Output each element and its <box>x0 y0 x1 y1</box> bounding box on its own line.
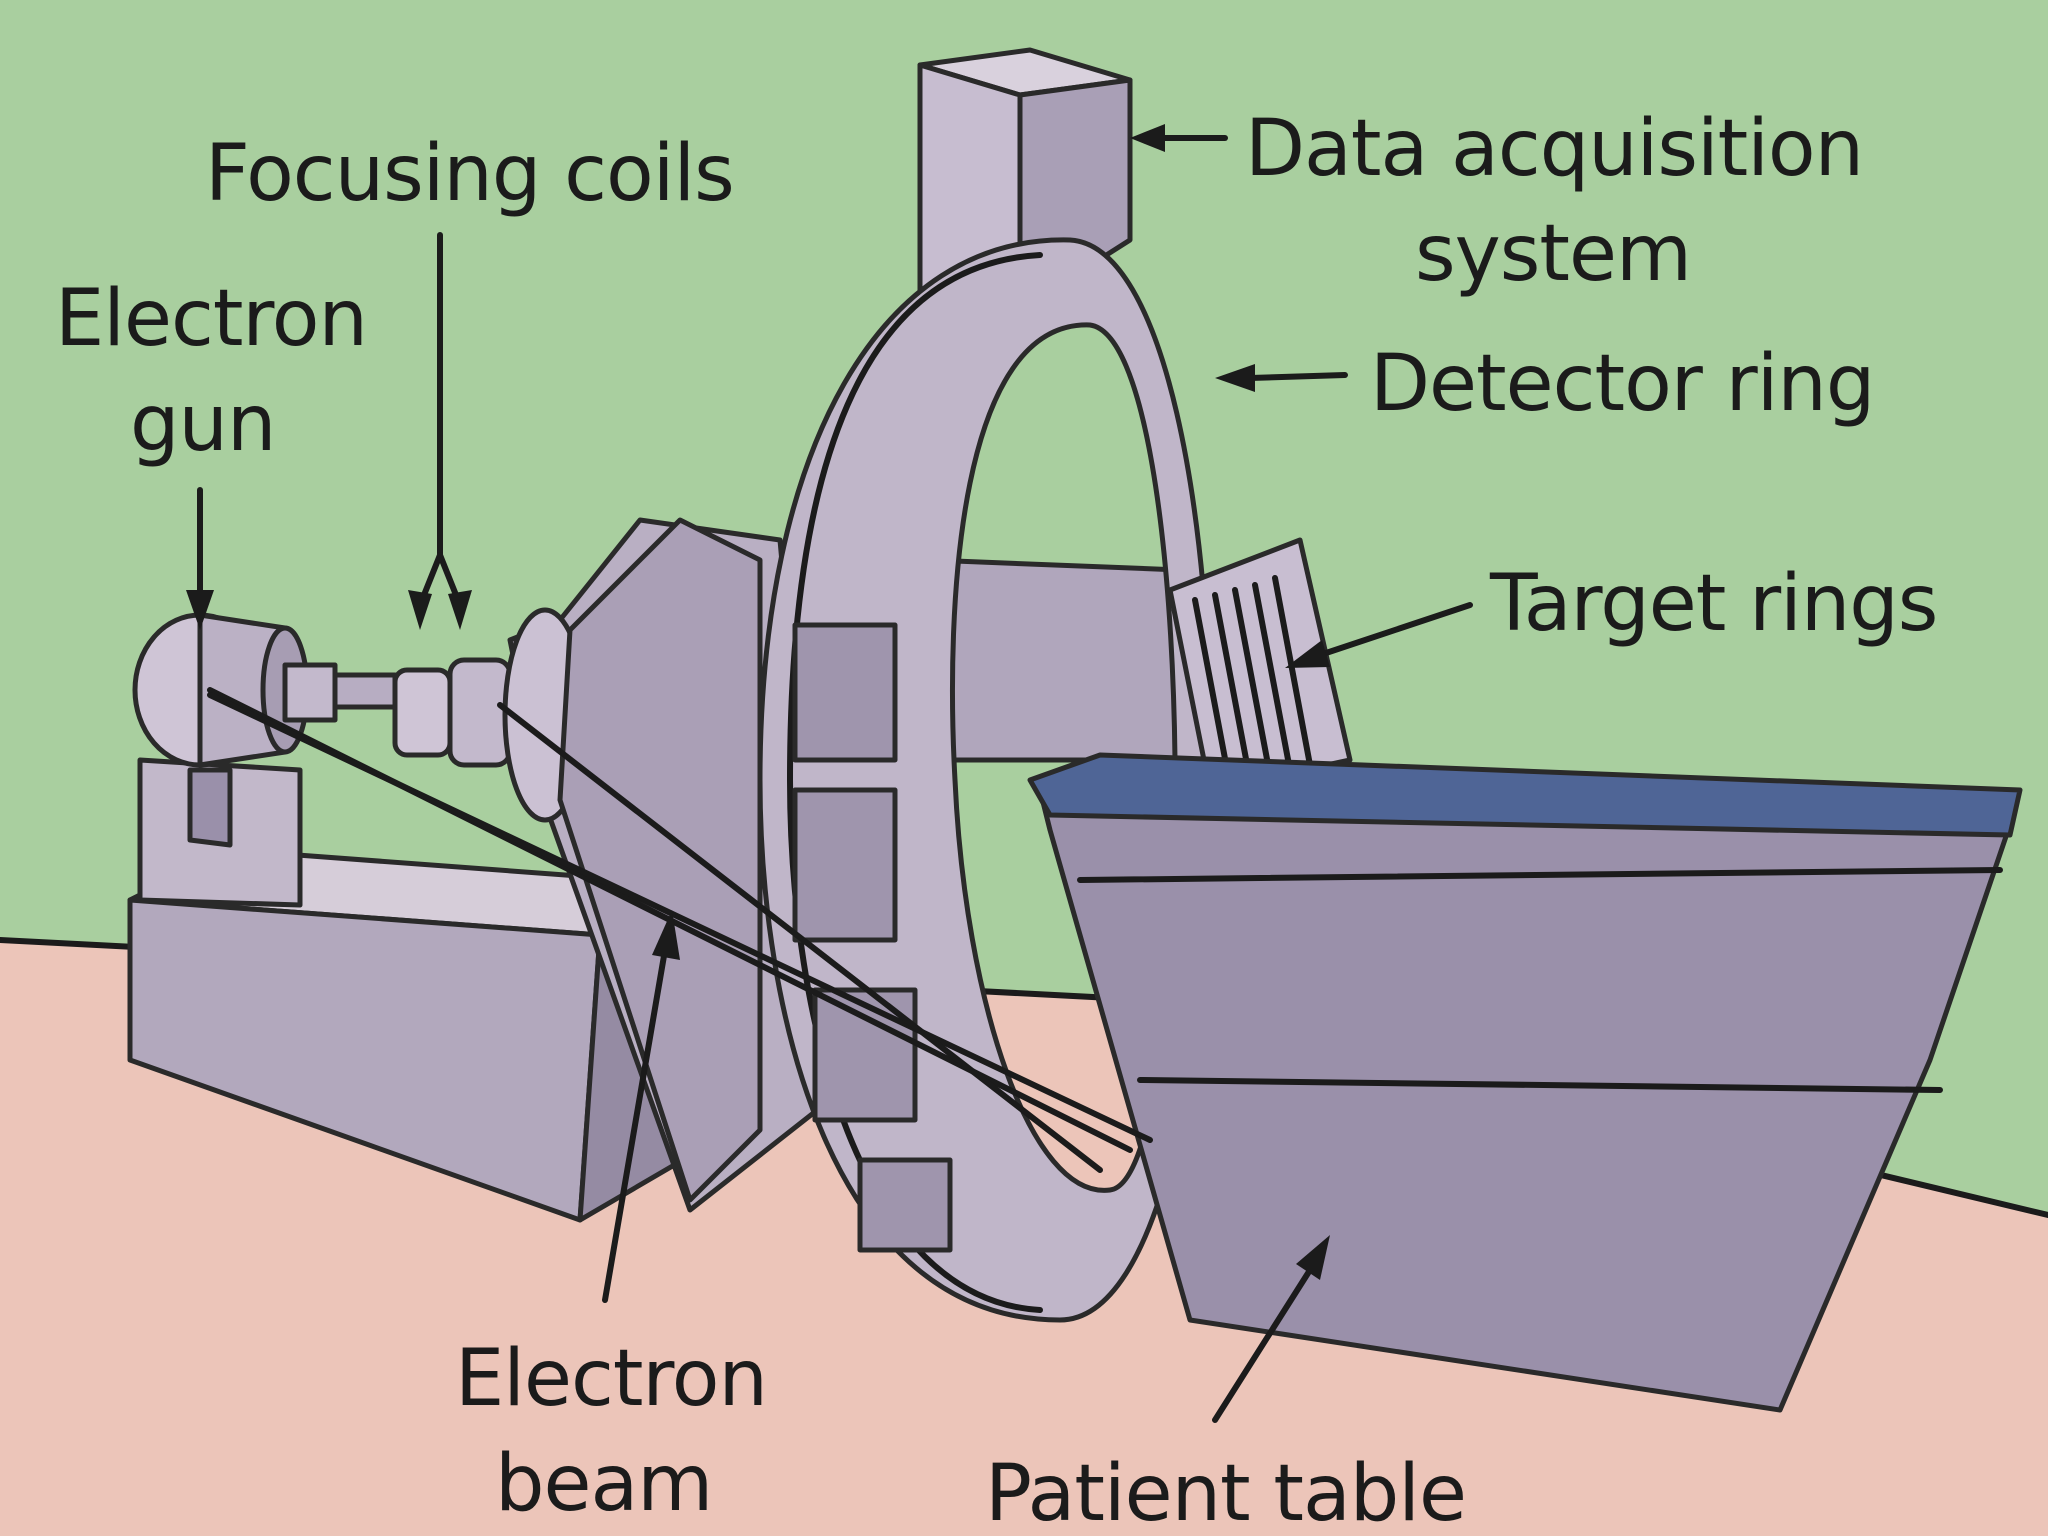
arrow-patient-table <box>1212 1235 1330 1423</box>
patient-table <box>1027 752 2023 1413</box>
arrow-focusing-coils <box>408 232 472 630</box>
target-rings <box>1167 537 1353 793</box>
label-focusing-coils: Focusing coils <box>205 129 734 219</box>
label-data-acquisition-line1: Data acquisition <box>1245 104 1863 194</box>
arrow-data-acquisition <box>1130 124 1228 152</box>
arrow-electron-gun <box>186 487 214 630</box>
label-target-rings: Target rings <box>1489 559 1937 649</box>
label-data-acquisition-line2: system <box>1415 209 1691 299</box>
focusing-coils <box>392 657 513 768</box>
label-electron-gun-line2: gun <box>130 379 275 469</box>
scanner-cone <box>502 517 833 1213</box>
label-electron-gun-line1: Electron <box>55 274 367 364</box>
detector-ring <box>757 237 1214 1323</box>
arrow-detector-ring <box>1215 364 1348 392</box>
label-detector-ring: Detector ring <box>1370 339 1874 429</box>
arrow-target-rings <box>1285 602 1473 668</box>
label-electron-beam-line2: beam <box>495 1439 712 1529</box>
label-patient-table: Patient table <box>985 1449 1466 1536</box>
label-electron-beam-line1: Electron <box>455 1334 767 1424</box>
arrow-electron-beam <box>602 910 680 1303</box>
scanner-housing <box>927 557 1183 763</box>
